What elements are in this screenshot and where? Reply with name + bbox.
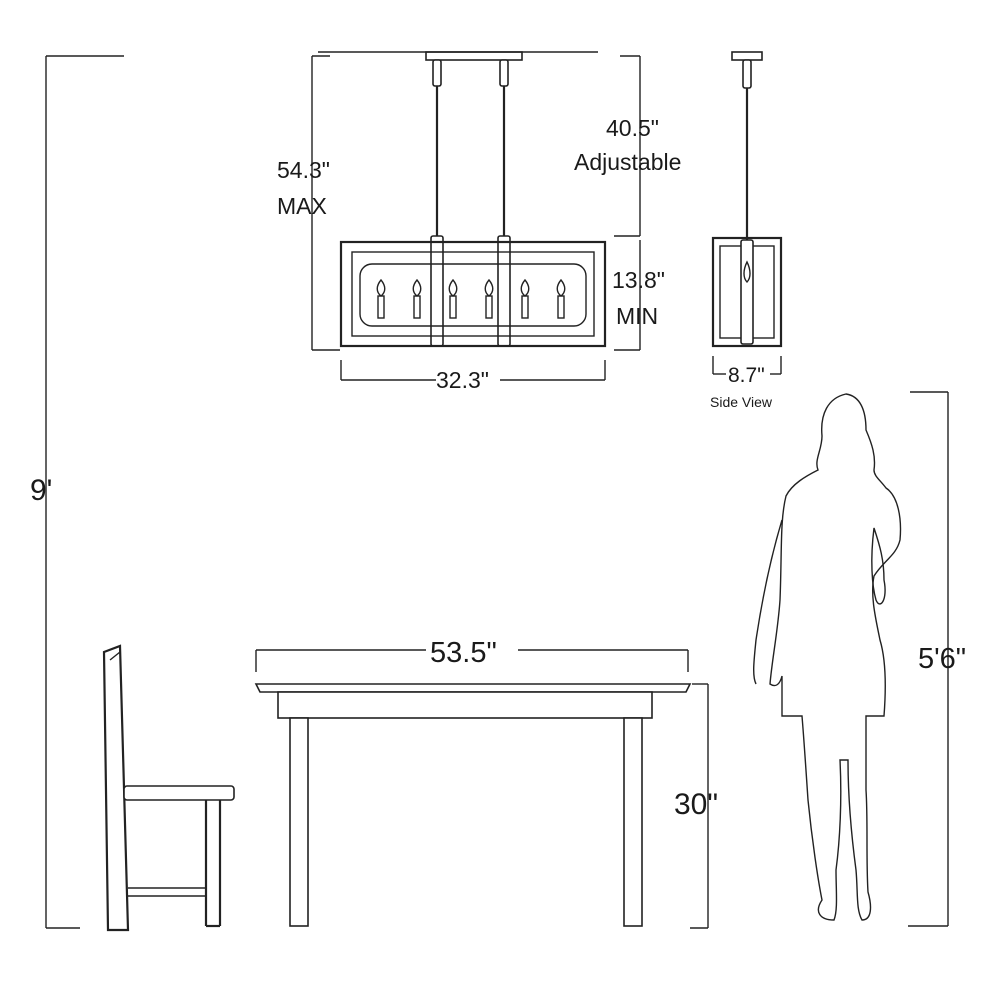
min-height-value: 13.8" xyxy=(612,267,665,293)
min-height-label: MIN xyxy=(616,303,658,329)
table-length-dimension: 53.5" xyxy=(255,637,689,672)
right-suspension-rod xyxy=(497,59,511,347)
dining-chair xyxy=(102,644,235,932)
adjustable-dimension: 40.5" Adjustable xyxy=(574,55,681,237)
fixture-width-dimension: 32.3" xyxy=(340,360,606,393)
table-height-dimension: 30" xyxy=(674,683,718,929)
ceiling-height-dimension: 9' xyxy=(30,55,124,929)
chandelier-front-view xyxy=(318,51,607,348)
person-height-dimension: 5'6" xyxy=(908,391,966,927)
adjustable-value: 40.5" xyxy=(606,115,659,141)
person-silhouette xyxy=(753,393,902,921)
adjustable-label: Adjustable xyxy=(574,149,681,175)
side-depth-value: 8.7" xyxy=(728,364,765,387)
table-height-value: 30" xyxy=(674,788,718,821)
max-height-label: MAX xyxy=(277,193,327,219)
min-height-dimension: 13.8" MIN xyxy=(612,240,665,351)
candle-bulbs xyxy=(376,278,566,319)
max-height-dimension: 54.3" MAX xyxy=(277,55,340,351)
person-height-value: 5'6" xyxy=(918,643,966,675)
left-suspension-rod xyxy=(430,59,444,347)
dining-table xyxy=(254,683,692,927)
chandelier-side-view xyxy=(711,51,783,348)
max-height-value: 54.3" xyxy=(277,157,330,183)
ceiling-height-label: 9' xyxy=(30,474,52,507)
side-view-label: Side View xyxy=(710,394,773,410)
side-depth-dimension: 8.7" Side View xyxy=(710,356,782,410)
fixture-width-value: 32.3" xyxy=(436,367,489,393)
table-length-value: 53.5" xyxy=(430,637,497,669)
